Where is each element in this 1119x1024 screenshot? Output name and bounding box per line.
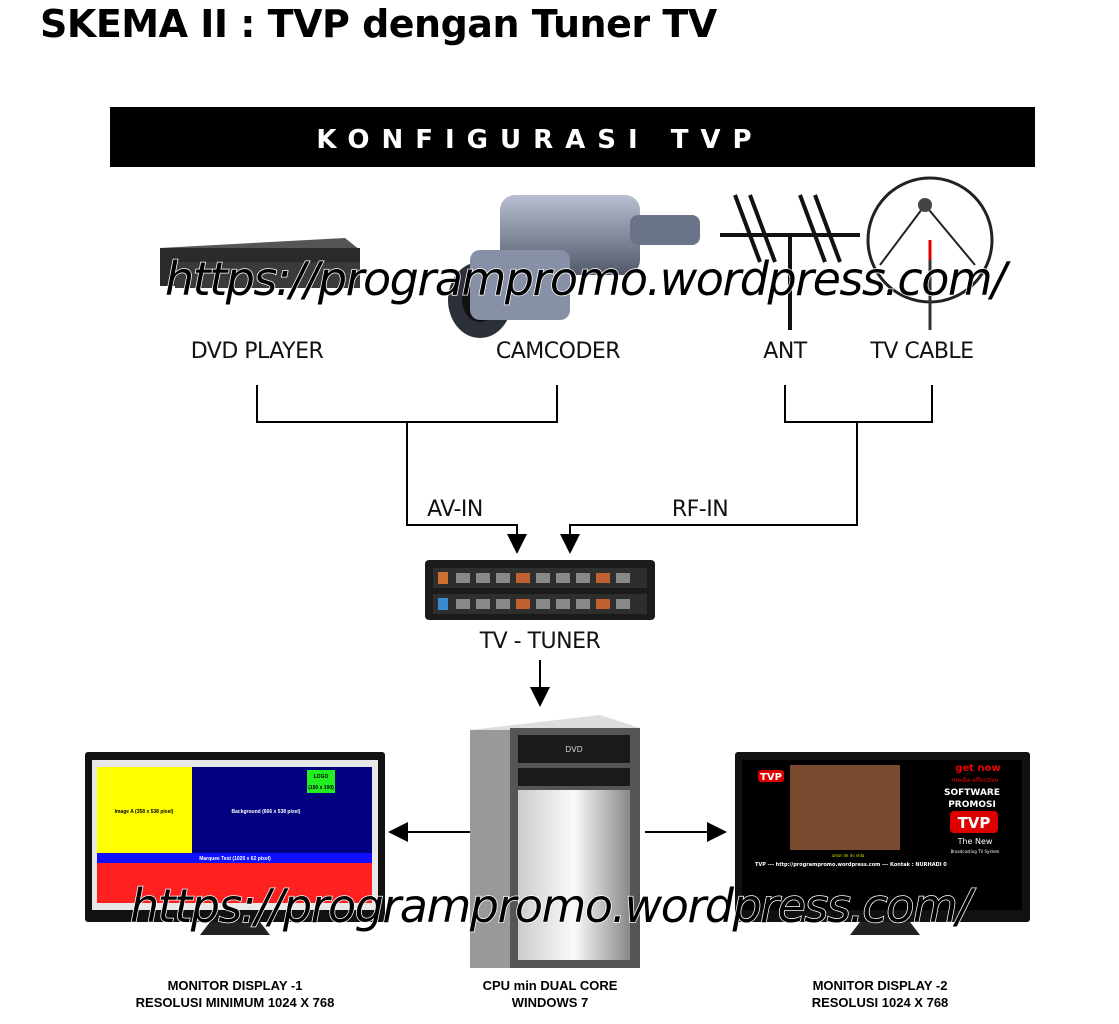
headline-media: media effective	[952, 777, 999, 784]
caption-monitor2-line1: MONITOR DISPLAY -2	[813, 978, 948, 993]
caption-cpu-line1: CPU min DUAL CORE	[483, 978, 618, 993]
tv-tuner-icon	[425, 560, 655, 620]
logo-text: LOGO	[314, 774, 329, 780]
banner-text: KONFIGURASI TVP	[316, 125, 763, 155]
tvp-logo-large: TVP	[958, 814, 991, 832]
label-camcorder: CAMCODER	[496, 339, 620, 364]
background-text: Background (666 x 538 pixel)	[232, 809, 301, 815]
watermark-top: https://programpromo.wordpress.com/	[165, 252, 1011, 306]
camcorder-icon	[448, 195, 700, 338]
software-text: SOFTWARE	[944, 788, 1000, 798]
the-new-text: The New	[957, 837, 993, 846]
label-av-in: AV-IN	[427, 497, 483, 522]
connector-lines	[256, 385, 933, 842]
antenna-icon	[720, 194, 860, 330]
label-tv-cable: TV CABLE	[869, 339, 973, 364]
watermark-bottom: https://programpromo.wordpress.com/	[130, 879, 976, 933]
monitor-display-2: TVP get now media effective SOFTWARE PRO…	[735, 752, 1030, 935]
image-a-text: Image A (358 x 538 pixel)	[115, 809, 174, 815]
caption-monitor1-line2: RESOLUSI MINIMUM 1024 X 768	[136, 995, 335, 1010]
monitor-display-1: LOGO (150 x 100) Image A (358 x 538 pixe…	[85, 752, 385, 935]
marquee-text: Marquee Text (1020 x 62 pixel)	[199, 856, 271, 862]
promosi-text: PROMOSI	[948, 800, 996, 810]
headline-get-now: get now	[955, 763, 1000, 774]
subtitle-text: amor de mi vida	[832, 853, 865, 858]
dvd-player-icon	[160, 238, 360, 288]
caption-monitor2-line2: RESOLUSI 1024 X 768	[812, 995, 949, 1010]
satellite-dish-icon	[866, 176, 994, 330]
banner: KONFIGURASI TVP	[110, 107, 1035, 167]
label-dvd-player: DVD PLAYER	[191, 339, 324, 364]
caption-monitor1-line1: MONITOR DISPLAY -1	[168, 978, 303, 993]
tvp-logo-small: TVP	[760, 772, 782, 783]
tagline-text: Broadcasting TV System	[951, 849, 1000, 854]
label-tv-tuner: TV - TUNER	[479, 629, 601, 654]
ticker-text: TVP --- http://programpromo.wordpress.co…	[755, 862, 947, 868]
logo-size-text: (150 x 100)	[308, 785, 334, 791]
label-antenna: ANT	[763, 339, 808, 364]
cpu-tower-icon: DVD	[470, 715, 640, 968]
label-rf-in: RF-IN	[672, 497, 728, 522]
page-title: SKEMA II : TVP dengan Tuner TV	[40, 2, 717, 46]
dvd-drive-label: DVD	[565, 745, 583, 754]
caption-cpu-line2: WINDOWS 7	[512, 995, 589, 1010]
